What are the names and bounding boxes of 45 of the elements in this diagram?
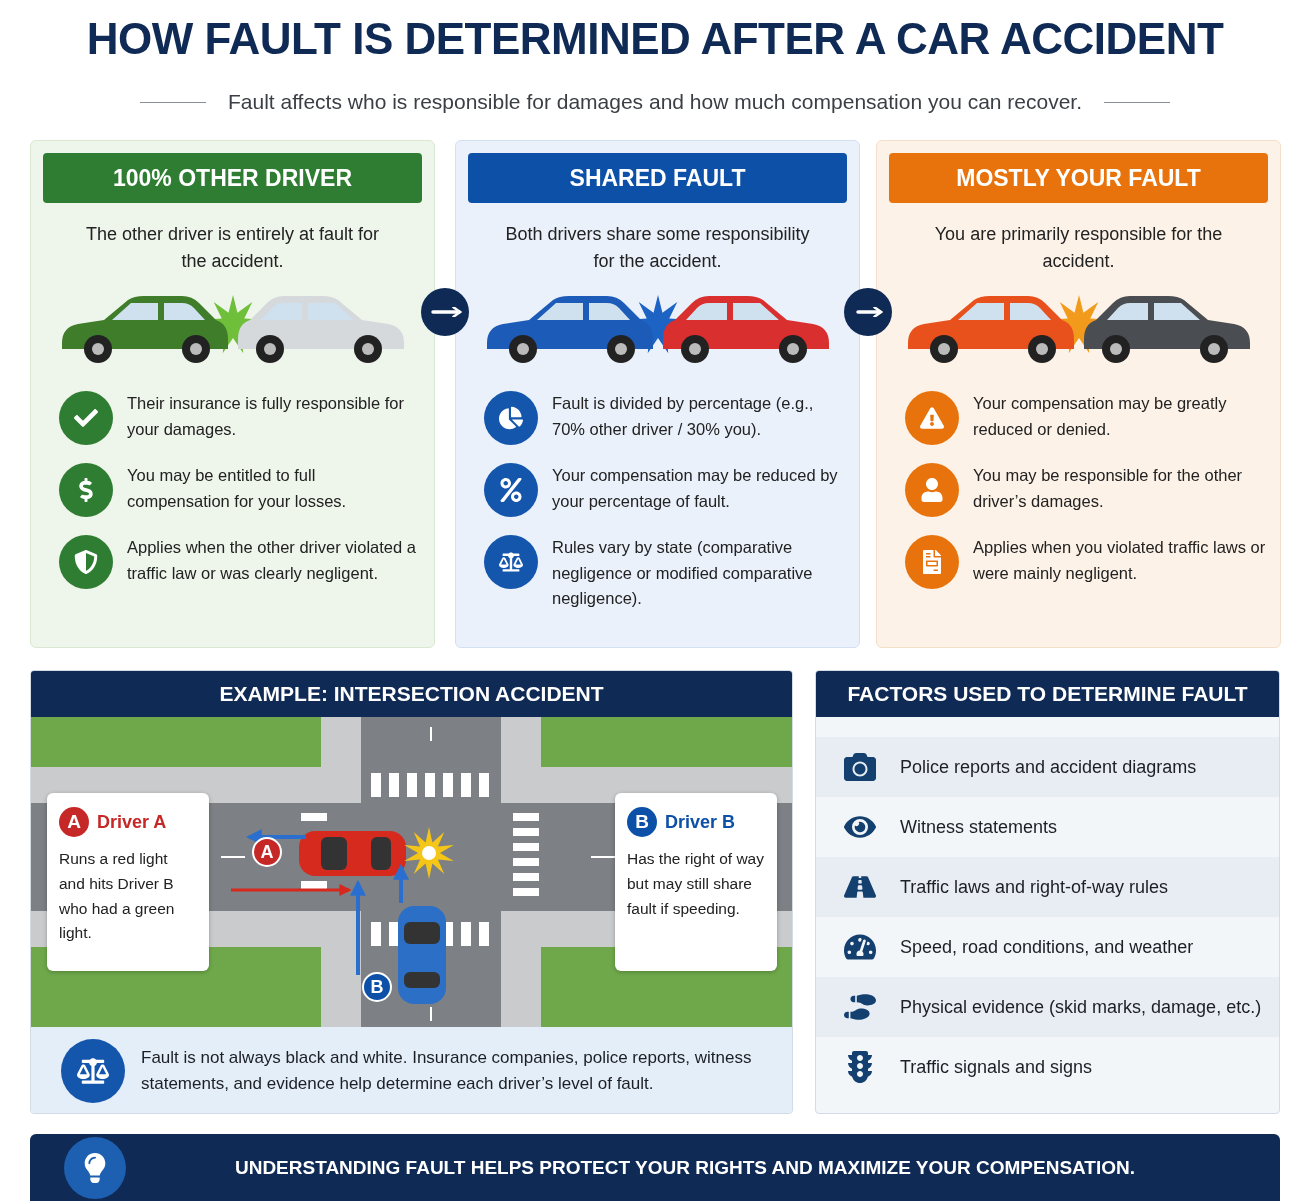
panel-description: The other driver is entirely at fault for the accident. — [84, 223, 381, 273]
fault-panel — [30, 140, 435, 648]
factor-text: Witness statements — [900, 816, 1058, 838]
item-text: Applies when you violated traffic laws or were mainly negligent. — [973, 537, 1267, 584]
factor-text: Traffic signals and signs — [900, 1056, 1093, 1078]
title: HOW FAULT IS DETERMINED AFTER A CAR ACCIDENT — [85, 14, 1225, 64]
fault-panel — [455, 140, 860, 648]
panel-heading: SHARED FAULT — [468, 153, 847, 203]
driver-name: Driver B — [665, 811, 736, 833]
item-text: Applies when the other driver violated a traffic law or was clearly negligent. — [127, 537, 417, 584]
letter-badge: B — [627, 807, 657, 837]
driver-description: Runs a red light and hits Driver B who had a green light. — [59, 849, 176, 944]
driver-name: Driver A — [97, 811, 167, 833]
driver-description: Has the right of way but may still share fault if speeding. — [627, 849, 765, 919]
factor-text: Speed, road conditions, and weather — [900, 936, 1194, 958]
factor-row — [816, 977, 1279, 1037]
factor-row — [816, 737, 1279, 797]
item-text: Their insurance is fully responsible for your damages. — [127, 393, 405, 440]
subtitle: Fault affects who is responsible for damages and how much compensation you can recover. — [227, 90, 1083, 114]
example-panel — [30, 670, 793, 1114]
panel-heading: 100% OTHER DRIVER — [43, 153, 422, 203]
letter-badge: A — [59, 807, 89, 837]
item-text: Rules vary by state (comparative negligence or modified comparative negligence). — [552, 537, 814, 610]
panel-description: Both drivers share some responsibility for the accident. — [504, 223, 811, 273]
item-text: Your compensation may be greatly reduced or denied. — [973, 393, 1228, 440]
factor-text: Physical evidence (skid marks, damage, etc.) — [900, 996, 1262, 1018]
factor-text: Police reports and accident diagrams — [900, 756, 1197, 778]
driver-card — [47, 793, 209, 971]
footer-banner — [30, 1134, 1280, 1201]
footer-text: UNDERSTANDING FAULT HELPS PROTECT YOUR RIGHTS AND MAXIMIZE YOUR COMPENSATION. — [234, 1156, 1136, 1179]
driver-card — [615, 793, 777, 971]
panel-header: EXAMPLE: INTERSECTION ACCIDENT — [31, 671, 792, 717]
note-box — [31, 1027, 792, 1113]
item-text: You may be responsible for the other driver’s damages. — [973, 465, 1244, 512]
fault-panel — [876, 140, 1281, 648]
panel-heading: MOSTLY YOUR FAULT — [889, 153, 1268, 203]
item-text: Your compensation may be reduced by your percentage of fault. — [552, 465, 839, 512]
note-text: Fault is not always black and white. Insurance companies, police reports, witness statements, and evidence help determine each driver’s level of fault. — [141, 1046, 753, 1095]
item-text: You may be entitled to full compensation for your losses. — [127, 465, 348, 512]
panel-header: FACTORS USED TO DETERMINE FAULT — [816, 671, 1279, 717]
factors-panel — [815, 670, 1280, 1114]
item-text: Fault is divided by percentage (e.g., 70% other driver / 30% you). — [552, 393, 815, 440]
panel-description: You are primarily responsible for the accident. — [933, 223, 1224, 273]
factor-row — [816, 857, 1279, 917]
factor-text: Traffic laws and right-of-way rules — [900, 876, 1169, 898]
